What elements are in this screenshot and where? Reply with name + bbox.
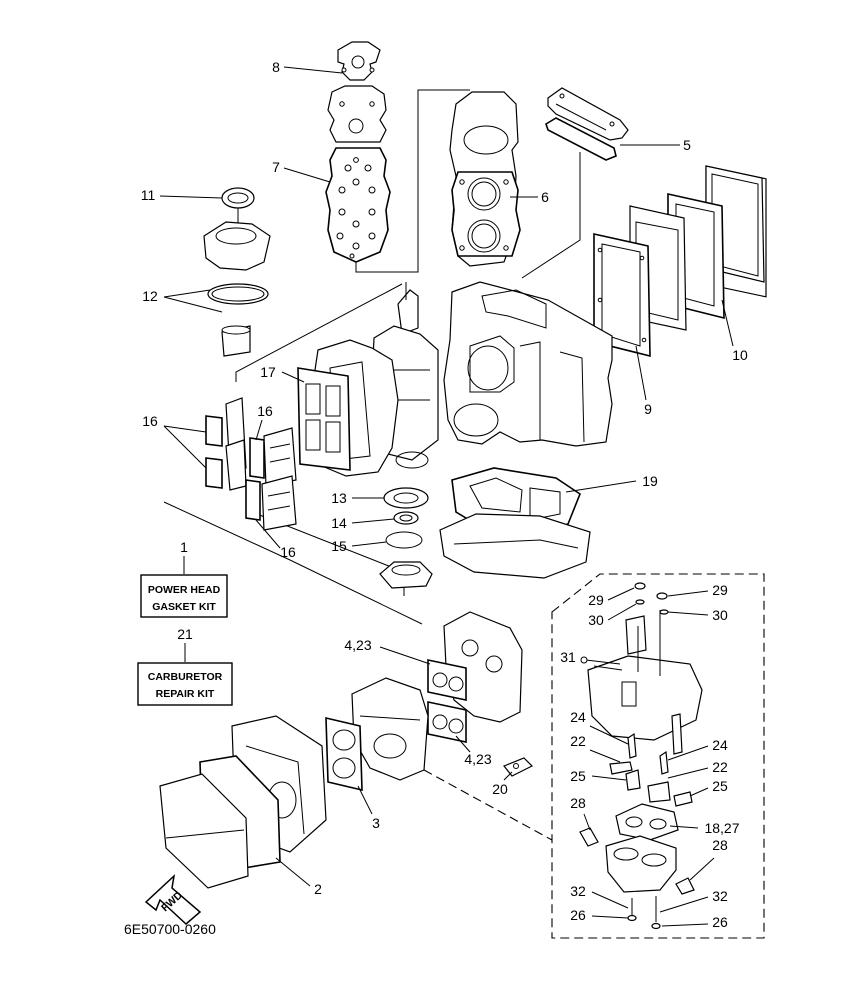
- exhaust-manifold-cover-set: [593, 165, 767, 358]
- cylinder-head-cover-assembly: [325, 41, 391, 263]
- callout-16-left: 16: [142, 413, 158, 429]
- carburetor-kit-line1: CARBURETOR: [148, 671, 223, 683]
- callout-24-right: 24: [712, 737, 728, 753]
- callout-30-right: 30: [712, 607, 728, 623]
- callout-20: 20: [492, 781, 508, 797]
- callout-32-right: 32: [712, 888, 728, 904]
- callout-7: 7: [272, 159, 280, 175]
- reed-valve-gasket-17: [297, 367, 351, 471]
- carburetor-kit-line2: REPAIR KIT: [156, 688, 215, 700]
- callout-14: 14: [331, 515, 347, 531]
- assembly-link-line: [355, 89, 470, 273]
- callout-16-right: 16: [257, 403, 273, 419]
- lower-seal-group: [379, 487, 433, 589]
- callout-21: 21: [177, 626, 193, 642]
- callout-13: 13: [331, 490, 347, 506]
- callout-12: 12: [142, 288, 158, 304]
- callout-15: 15: [331, 538, 347, 554]
- exhaust-cover-assembly: [521, 87, 629, 279]
- callout-labels: 8 7 11 12 5 6 10 9 17 16 16 16 13 14 15 …: [124, 59, 748, 937]
- callout-28-left: 28: [570, 795, 586, 811]
- callout-2: 2: [314, 881, 322, 897]
- callout-19: 19: [642, 473, 658, 489]
- callout-26-right: 26: [712, 914, 728, 930]
- callout-4-23-lower: 4,23: [464, 751, 491, 767]
- callout-31: 31: [560, 649, 576, 665]
- callout-17: 17: [260, 364, 276, 380]
- carburetor-detail-inset: [551, 573, 765, 939]
- power-head-kit-line2: GASKET KIT: [152, 601, 216, 613]
- assembly-link-line: [235, 283, 403, 382]
- callout-8: 8: [272, 59, 280, 75]
- callout-22-right: 22: [712, 759, 728, 775]
- callout-10: 10: [732, 347, 748, 363]
- callout-30-left: 30: [588, 612, 604, 628]
- upper-seal-group: [203, 187, 271, 357]
- doc-number: 6E50700-0260: [124, 921, 216, 937]
- callout-4-23-upper: 4,23: [344, 637, 371, 653]
- callout-24-left: 24: [570, 709, 586, 725]
- callout-26-left: 26: [570, 907, 586, 923]
- kit-labels: 1 POWER HEAD GASKET KIT 21 CARBURETOR RE…: [137, 539, 233, 706]
- callout-3: 3: [372, 815, 380, 831]
- carburetor-repair-kit-box: [137, 662, 233, 706]
- callout-9: 9: [644, 401, 652, 417]
- cylinder-head-assembly: [449, 91, 521, 267]
- callout-28-right: 28: [712, 837, 728, 853]
- callout-6: 6: [541, 189, 549, 205]
- fwd-arrow-icon: FWD: [144, 873, 202, 926]
- power-head-kit-line1: POWER HEAD: [148, 584, 221, 596]
- callout-16-lower: 16: [280, 544, 296, 560]
- callout-29-left: 29: [588, 592, 604, 608]
- callout-11: 11: [141, 187, 156, 203]
- crankcase-block: [311, 281, 613, 477]
- callout-25-left: 25: [570, 768, 586, 784]
- callout-32-left: 32: [570, 883, 586, 899]
- callout-1: 1: [180, 539, 188, 555]
- callout-18-27: 18,27: [704, 820, 739, 836]
- base-gasket-19: [439, 467, 591, 579]
- callout-29-right: 29: [712, 582, 728, 598]
- callout-25-right: 25: [712, 778, 728, 794]
- callout-22-left: 22: [570, 733, 586, 749]
- power-head-gasket-kit-box: [140, 574, 228, 618]
- callout-5: 5: [683, 137, 691, 153]
- inset-border: [551, 573, 765, 939]
- assembly-link-line: [163, 501, 423, 625]
- reed-valve-assemblies: [205, 397, 297, 531]
- carburetor-assembly: [159, 611, 553, 889]
